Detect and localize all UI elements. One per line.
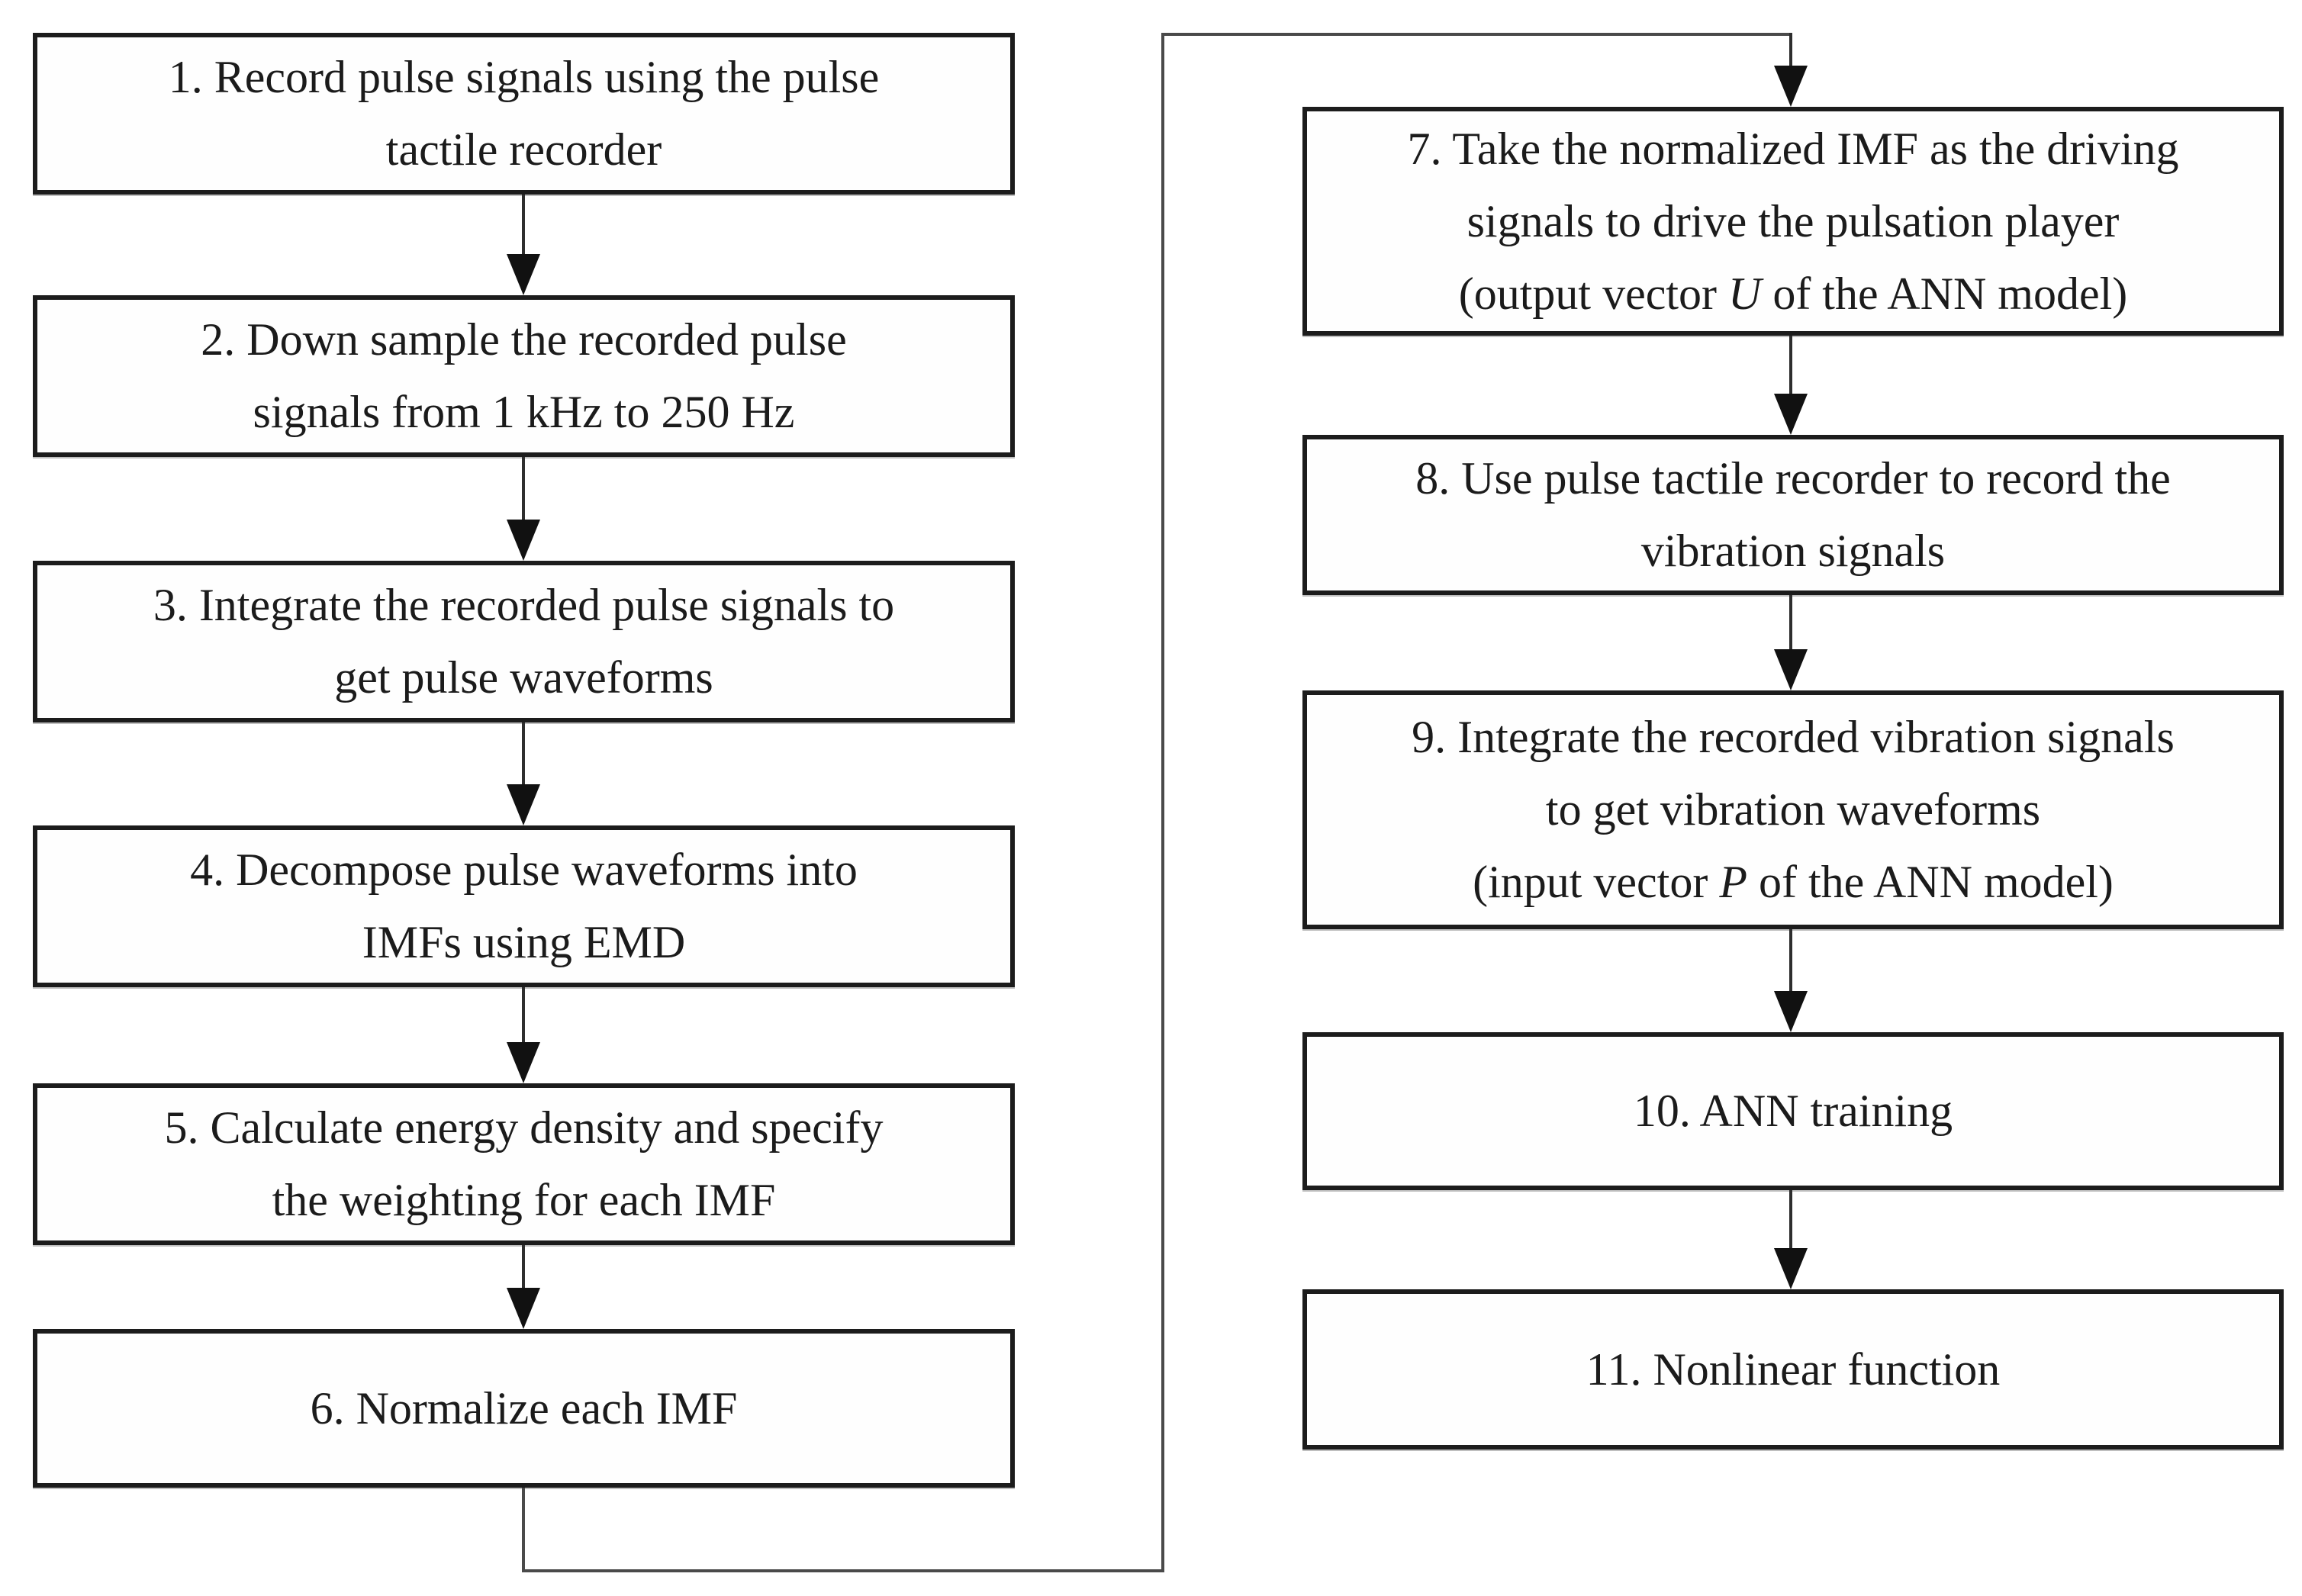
flow-step-text-line: IMFs using EMD — [362, 917, 686, 967]
arrow-stem — [1789, 33, 1792, 71]
arrow-stem — [1789, 336, 1792, 398]
arrow-stem — [522, 195, 525, 259]
flow-step-text-line: (input vector P of the ANN model) — [1473, 857, 2114, 907]
flow-step-text-line: 5. Calculate energy density and specify — [164, 1102, 884, 1153]
arrowhead-down-icon — [1774, 394, 1808, 435]
flow-step-text-line: 11. Nonlinear function — [1586, 1343, 2001, 1395]
flow-step-text-line: 6. Normalize each IMF — [310, 1382, 738, 1434]
flow-step-text-line: the weighting for each IMF — [272, 1175, 776, 1225]
arrowhead-down-icon — [1774, 991, 1808, 1032]
connector-segment-top-horizontal — [1161, 33, 1792, 36]
flow-step-text-line: 9. Integrate the recorded vibration sign… — [1412, 712, 2175, 762]
arrow-stem — [522, 722, 525, 789]
flow-step-10: 10. ANN training — [1302, 1032, 2284, 1190]
flow-step-text-line: 10. ANN training — [1633, 1086, 1953, 1136]
flow-step-7: 7. Take the normalized IMF as the drivin… — [1302, 107, 2284, 336]
flow-step-text-line: tactile recorder — [385, 124, 662, 175]
flow-step-text-line: vibration signals — [1640, 526, 1946, 576]
connector-segment-down-from-step6 — [522, 1488, 525, 1572]
flow-step-text-line: signals to drive the pulsation player — [1467, 195, 2120, 246]
connector-segment-right-vertical-up — [1161, 33, 1164, 1572]
flow-step-text-line: 7. Take the normalized IMF as the drivin… — [1407, 123, 2179, 174]
flow-step-2: 2. Down sample the recorded pulse signals… — [33, 295, 1015, 457]
arrowhead-down-icon — [507, 1288, 540, 1329]
flow-step-11: 11. Nonlinear function — [1302, 1289, 2284, 1450]
arrow-stem — [1789, 1190, 1792, 1253]
flow-step-3: 3. Integrate the recorded pulse signals … — [33, 561, 1015, 722]
arrowhead-down-icon — [1774, 66, 1808, 107]
arrow-stem — [1789, 595, 1792, 654]
arrow-stem — [522, 987, 525, 1047]
arrow-stem — [522, 457, 525, 524]
flow-step-text-line: 2. Down sample the recorded pulse — [201, 314, 847, 365]
flow-step-9: 9. Integrate the recorded vibration sign… — [1302, 690, 2284, 929]
arrowhead-down-icon — [1774, 649, 1808, 690]
flow-step-text-line: (output vector U of the ANN model) — [1458, 268, 2128, 319]
flow-step-6: 6. Normalize each IMF — [33, 1329, 1015, 1488]
flow-step-text-line: 4. Decompose pulse waveforms into — [190, 845, 858, 895]
arrowhead-down-icon — [507, 254, 540, 295]
flow-step-text-line: to get vibration waveforms — [1545, 784, 2041, 835]
arrowhead-down-icon — [1774, 1248, 1808, 1289]
flow-step-text-line: signals from 1 kHz to 250 Hz — [253, 387, 795, 437]
connector-segment-bottom-horizontal — [522, 1569, 1164, 1572]
flow-step-1: 1. Record pulse signals using the pulse t… — [33, 33, 1015, 195]
flow-step-text-line: 3. Integrate the recorded pulse signals … — [153, 580, 895, 630]
flow-step-text-line: 8. Use pulse tactile recorder to record … — [1415, 453, 2171, 504]
arrow-stem — [1789, 929, 1792, 996]
flow-step-text-line: get pulse waveforms — [334, 652, 713, 703]
arrowhead-down-icon — [507, 520, 540, 561]
arrowhead-down-icon — [507, 1042, 540, 1083]
flow-step-5: 5. Calculate energy density and specify t… — [33, 1083, 1015, 1245]
arrow-stem — [522, 1245, 525, 1292]
flow-step-text-line: 1. Record pulse signals using the pulse — [168, 52, 880, 102]
flow-step-8: 8. Use pulse tactile recorder to record … — [1302, 435, 2284, 595]
arrowhead-down-icon — [507, 784, 540, 825]
